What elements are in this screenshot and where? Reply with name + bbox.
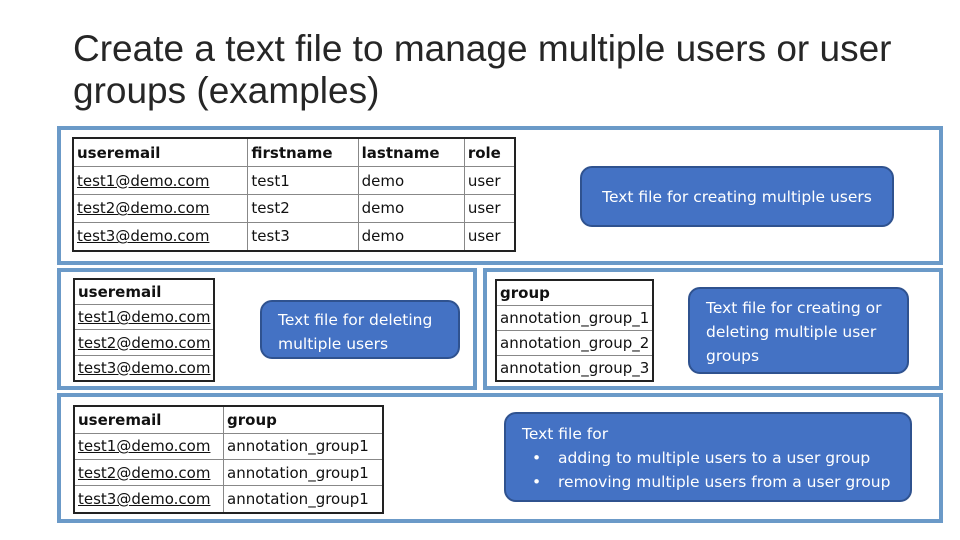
email-link[interactable]: test2@demo.com xyxy=(72,193,249,223)
email-link[interactable]: test1@demo.com xyxy=(73,304,215,331)
table-header-row: group xyxy=(495,279,654,307)
column-header: firstname xyxy=(247,137,359,168)
callout-user-groups: Text file for adding to multiple users t… xyxy=(504,412,912,502)
email-link[interactable]: test3@demo.com xyxy=(73,485,224,514)
table-row: test1@demo.com xyxy=(73,304,215,331)
table-row: annotation_group_2 xyxy=(495,329,654,356)
table-row: test3@demo.com xyxy=(73,354,215,382)
bullet-item: adding to multiple users to a user group xyxy=(532,446,894,470)
column-header: group xyxy=(495,279,654,307)
callout-create-users: Text file for creating multiple users xyxy=(580,166,894,227)
email-link[interactable]: test1@demo.com xyxy=(73,432,224,460)
table-cell: user xyxy=(463,221,516,252)
column-header: lastname xyxy=(357,137,465,168)
email-link[interactable]: test2@demo.com xyxy=(73,458,224,487)
callout-bullets: adding to multiple users to a user group… xyxy=(522,446,894,494)
table-cell: demo xyxy=(357,221,465,252)
column-header: group xyxy=(223,405,384,434)
column-header: useremail xyxy=(72,137,249,168)
table-cell: demo xyxy=(357,166,465,195)
table-cell: user xyxy=(463,166,516,195)
table-cell: annotation_group1 xyxy=(223,458,384,487)
table-cell: user xyxy=(463,193,516,223)
table-row: annotation_group_1 xyxy=(495,305,654,331)
email-link[interactable]: test2@demo.com xyxy=(73,329,215,356)
table-cell: annotation_group_1 xyxy=(495,305,654,331)
column-header: useremail xyxy=(73,278,215,306)
table-cell: test2 xyxy=(247,193,359,223)
table-cell: demo xyxy=(357,193,465,223)
callout-delete-users: Text file for deleting multiple users xyxy=(260,300,460,359)
slide-title: Create a text file to manage multiple us… xyxy=(73,28,892,111)
table-cell: test1 xyxy=(247,166,359,195)
table-header-row: useremail xyxy=(73,278,215,306)
table-cell: annotation_group_3 xyxy=(495,354,654,382)
table-cell: annotation_group1 xyxy=(223,485,384,514)
callout-intro: Text file for xyxy=(522,425,609,443)
table-cell: annotation_group1 xyxy=(223,432,384,460)
callout-groups: Text file for creating or deleting multi… xyxy=(688,287,909,374)
table-cell: test3 xyxy=(247,221,359,252)
table-cell: annotation_group_2 xyxy=(495,329,654,356)
email-link[interactable]: test1@demo.com xyxy=(72,166,249,195)
table-row: test2@demo.com xyxy=(73,329,215,356)
email-link[interactable]: test3@demo.com xyxy=(72,221,249,252)
column-header: useremail xyxy=(73,405,224,434)
bullet-item: removing multiple users from a user grou… xyxy=(532,470,894,494)
column-header: role xyxy=(463,137,516,168)
table-row: annotation_group_3 xyxy=(495,354,654,382)
email-link[interactable]: test3@demo.com xyxy=(73,354,215,382)
